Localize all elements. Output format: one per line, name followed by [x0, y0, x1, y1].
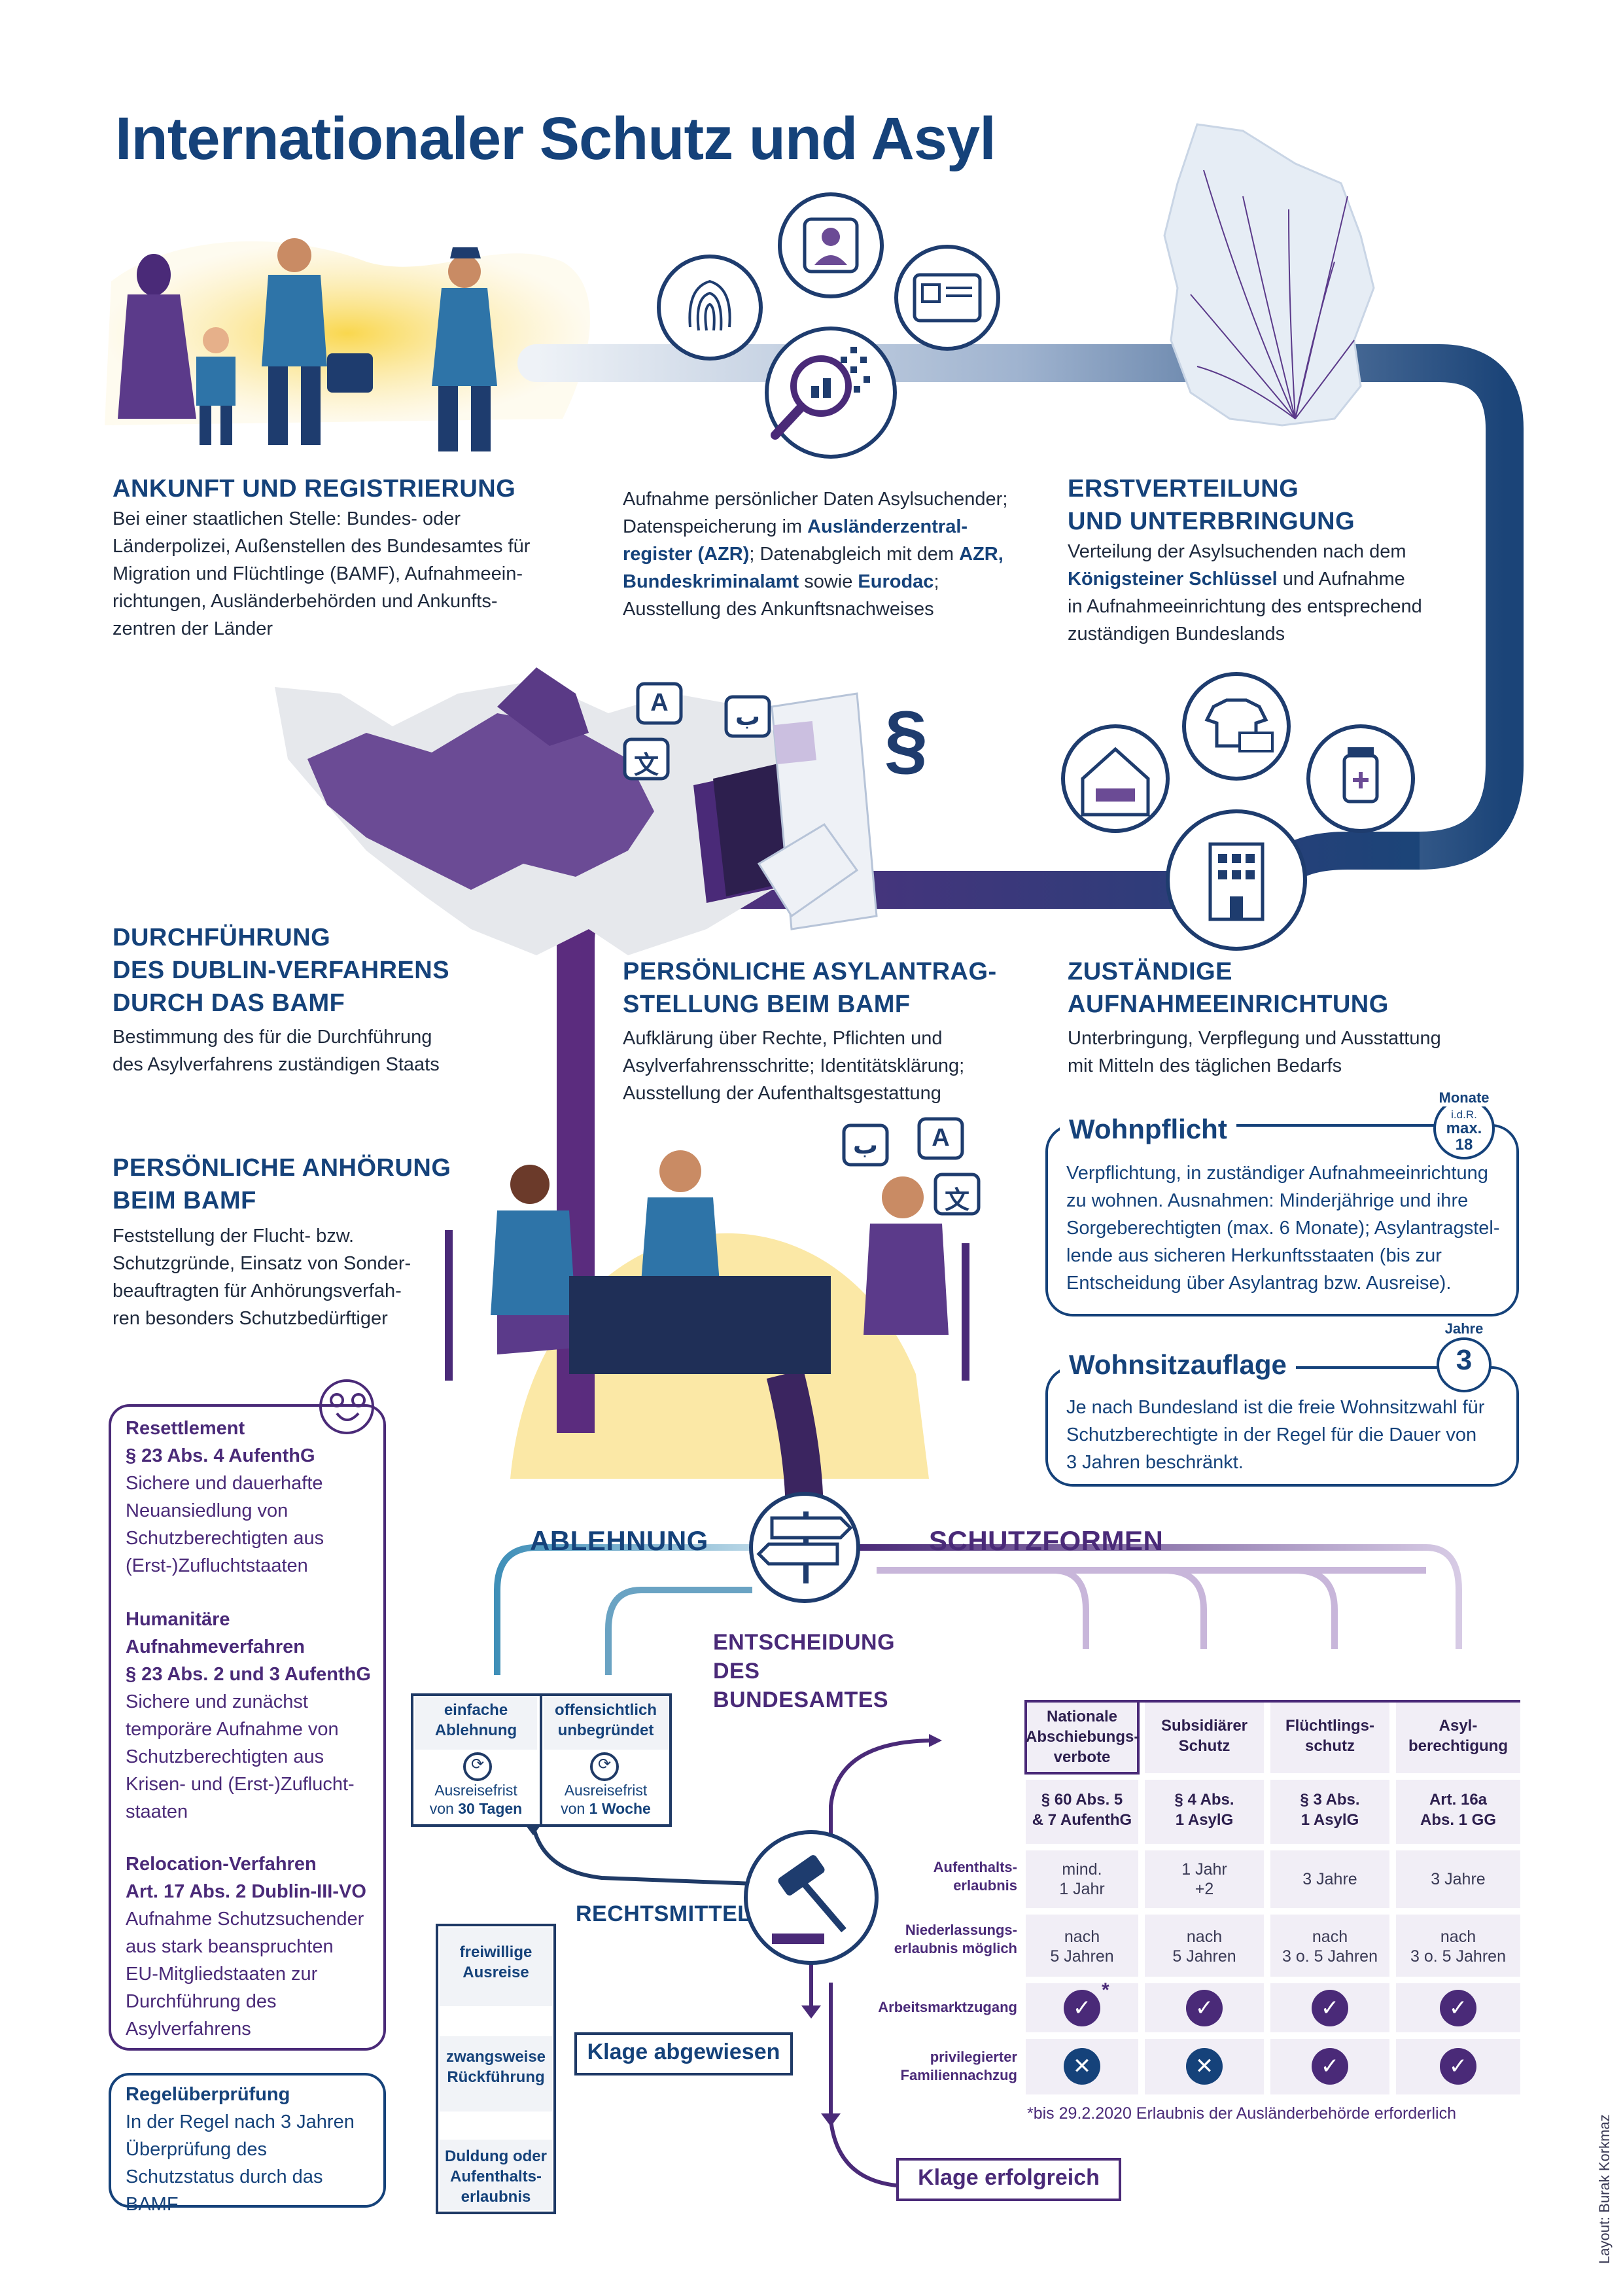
- translate-a-icon: A: [650, 689, 669, 716]
- check-icon: ✓: [1312, 1990, 1348, 2026]
- cross-icon: ✕: [1186, 2048, 1223, 2085]
- paragraph-icon: §: [884, 695, 928, 783]
- distribution-text: Verteilung der Asylsuchenden nach dem Kö…: [1068, 541, 1422, 645]
- law-subsidiary: § 4 Abs.1 AsylG: [1174, 1791, 1234, 1829]
- data-capture-text: Aufnahme persönlicher Daten Asylsuchende…: [623, 489, 1008, 620]
- lawsuit-dismissed: Klage abgewiesen: [587, 2040, 780, 2064]
- layout-credit: Layout: Burak Korkmaz: [1596, 2114, 1613, 2264]
- law-refugee: § 3 Abs.1 AsylG: [1300, 1791, 1360, 1829]
- application-section: PERSÖNLICHE ASYLANTRAG- STELLUNG BEIM BA…: [623, 958, 997, 1104]
- voluntary-departure: freiwillige Ausreise: [459, 1943, 532, 1981]
- translate-arabic-icon: ﺏ: [852, 1132, 879, 1159]
- wohnsitz-text: Je nach Bundesland ist die freie Wohnsit…: [1066, 1397, 1485, 1473]
- distribution-section: ERSTVERTEILUNG UND UNTERBRINGUNG Verteil…: [1068, 472, 1539, 648]
- translate-chinese-icon: 文: [633, 752, 659, 779]
- wohnpflicht-badge: Monate i.d.R. max. 18: [1435, 1089, 1493, 1154]
- permit-asylum: 3 Jahre: [1431, 1870, 1486, 1888]
- law-national: § 60 Abs. 5& 7 AufenthG: [1032, 1791, 1132, 1829]
- review-info: Regelüberprüfung In der Regel nach 3 Jah…: [126, 2084, 355, 2215]
- translate-chinese-icon: 文: [944, 1187, 969, 1214]
- wohnsitz-badge: Jahre 3: [1435, 1320, 1493, 1378]
- clock-icon: ⟳: [470, 1756, 485, 1773]
- col-header-asylum: Asyl- berechtigung: [1408, 1717, 1508, 1755]
- col-header-subsidiary: Subsidiärer Schutz: [1161, 1717, 1248, 1755]
- permit-refugee: 3 Jahre: [1302, 1870, 1357, 1888]
- hearing-section: PERSÖNLICHE ANHÖRUNG BEIM BAMF Feststell…: [113, 1154, 451, 1329]
- remedy-label: RECHTSMITTEL: [576, 1901, 752, 1926]
- row-label-permit: Aufenthalts-erlaubnis: [933, 1859, 1017, 1894]
- check-icon: ✓: [1440, 1990, 1476, 2026]
- decision-label: ENTSCHEIDUNG DES BUNDESAMTES: [713, 1630, 896, 1712]
- rejection-label: ABLEHNUNG: [530, 1525, 708, 1556]
- distribution-heading-2: UND UNTERBRINGUNG: [1068, 508, 1355, 535]
- arrival-text: Bei einer staatlichen Stelle: Bundes- od…: [113, 508, 531, 639]
- check-icon: ✓: [1064, 1990, 1100, 2026]
- lawsuit-successful: Klage erfolgreich: [918, 2165, 1100, 2190]
- cross-icon: ✕: [1064, 2048, 1100, 2085]
- wohnsitz-title: Wohnsitzauflage: [1060, 1349, 1296, 1381]
- forced-return: zwangsweise Rückführung: [445, 2048, 546, 2086]
- col-header-refugee: Flüchtlings- schutz: [1285, 1717, 1374, 1755]
- humanitarian-info: Humanitäre Aufnahmeverfahren § 23 Abs. 2…: [126, 1609, 371, 1822]
- obvious-rejection: offensichtlich unbegründet: [554, 1701, 657, 1739]
- protection-label: SCHUTZFORMEN: [929, 1525, 1164, 1556]
- check-icon: ✓: [1440, 2048, 1476, 2085]
- dublin-section: DURCHFÜHRUNG DES DUBLIN-VERFAHRENS DURCH…: [113, 924, 450, 1075]
- row-label-settlement: Niederlassungs-erlaubnis möglich: [894, 1922, 1017, 1956]
- obvious-deadline: Ausreisefrist von 1 Woche: [561, 1782, 651, 1817]
- permit-national: mind.1 Jahr: [1059, 1860, 1105, 1898]
- translate-arabic-icon: ﺏ: [735, 703, 761, 731]
- relocation-info: Relocation-Verfahren Art. 17 Abs. 2 Dubl…: [126, 1854, 366, 2040]
- clock-icon: ⟳: [597, 1756, 612, 1773]
- translate-a-icon: A: [932, 1124, 950, 1152]
- footnote-star: *: [1102, 1979, 1109, 2001]
- col-header-national: Nationale Abschiebungs- verbote: [1026, 1708, 1140, 1766]
- simple-rejection: einfache Ablehnung: [434, 1701, 517, 1739]
- people-hearing: [445, 1150, 969, 1381]
- wohnpflicht-text: Verpflichtung, in zuständiger Aufnahmeei…: [1066, 1163, 1500, 1294]
- page-title: Internationaler Schutz und Asyl: [115, 105, 996, 172]
- toleration: Duldung oder Aufenthalts- erlaubnis: [445, 2147, 547, 2206]
- people-arrival: [118, 238, 497, 451]
- wohnpflicht-title: Wohnpflicht: [1060, 1114, 1236, 1145]
- facility-section: ZUSTÄNDIGE AUFNAHMEEINRICHTUNG Unterbrin…: [1068, 958, 1441, 1076]
- distribution-heading-1: ERSTVERTEILUNG: [1068, 475, 1299, 503]
- resettlement-info: Resettlement § 23 Abs. 4 AufenthG Sicher…: [126, 1418, 324, 1576]
- permit-subsidiary: 1 Jahr+2: [1181, 1860, 1227, 1898]
- check-icon: ✓: [1312, 2048, 1348, 2085]
- arrival-heading: ANKUNFT UND REGISTRIERUNG: [113, 475, 516, 503]
- arrival-section: ANKUNFT UND REGISTRIERUNG Bei einer staa…: [113, 472, 584, 643]
- row-label-work: Arbeitsmarktzugang: [878, 1999, 1017, 2015]
- table-footnote: *bis 29.2.2020 Erlaubnis der Ausländerbe…: [1027, 2104, 1456, 2123]
- simple-deadline: Ausreisefrist von 30 Tagen: [429, 1782, 523, 1817]
- check-icon: ✓: [1186, 1990, 1223, 2026]
